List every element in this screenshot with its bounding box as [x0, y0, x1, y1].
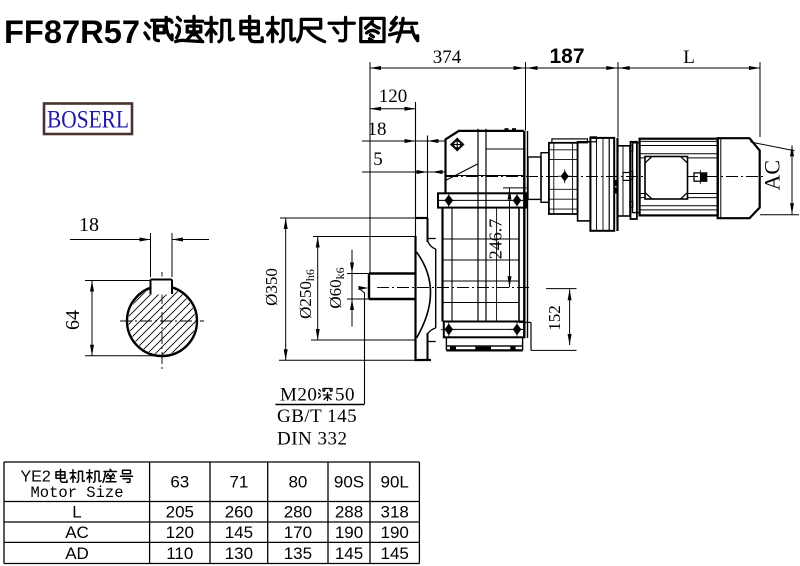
svg-text:64: 64 [62, 310, 84, 330]
svg-text:71: 71 [229, 473, 248, 492]
svg-text:L: L [72, 503, 81, 522]
svg-text:Ø60k6: Ø60k6 [326, 267, 347, 308]
svg-text:Motor Size: Motor Size [30, 484, 123, 502]
svg-text:135: 135 [284, 544, 312, 563]
svg-text:AD: AD [65, 544, 89, 563]
svg-text:318: 318 [381, 503, 409, 522]
svg-text:Ø250h6: Ø250h6 [296, 269, 317, 319]
svg-text:M20: M20 [280, 385, 317, 406]
svg-text:280: 280 [284, 503, 312, 522]
svg-text:374: 374 [433, 47, 462, 68]
svg-text:152: 152 [545, 305, 564, 331]
svg-text:170: 170 [284, 523, 312, 542]
svg-text:BOSERL: BOSERL [47, 107, 129, 134]
svg-text:187: 187 [549, 45, 584, 68]
svg-text:260: 260 [225, 503, 253, 522]
svg-text:L: L [683, 47, 695, 68]
svg-text:190: 190 [335, 523, 363, 542]
svg-text:110: 110 [166, 544, 193, 563]
svg-text:120: 120 [379, 86, 408, 107]
svg-text:80: 80 [288, 473, 307, 492]
svg-text:DIN 332: DIN 332 [277, 429, 348, 450]
svg-text:288: 288 [335, 503, 363, 522]
svg-text:GB/T 145: GB/T 145 [277, 406, 357, 427]
svg-text:145: 145 [225, 523, 253, 542]
svg-text:90L: 90L [381, 473, 409, 492]
svg-text:246.7: 246.7 [486, 219, 506, 260]
svg-text:145: 145 [381, 544, 409, 563]
svg-text:AC: AC [760, 160, 785, 191]
svg-text:190: 190 [381, 523, 409, 542]
svg-text:18: 18 [79, 214, 99, 236]
svg-text:YE2: YE2 [21, 469, 51, 486]
svg-text:FF87R57: FF87R57 [4, 14, 140, 50]
svg-text:130: 130 [225, 544, 253, 563]
svg-text:120: 120 [166, 523, 194, 542]
svg-text:205: 205 [166, 503, 194, 522]
svg-text:18: 18 [368, 119, 387, 140]
svg-text:50: 50 [335, 385, 355, 406]
svg-text:Ø350: Ø350 [262, 268, 281, 306]
svg-text:AC: AC [65, 523, 89, 542]
svg-text:5: 5 [373, 149, 383, 170]
svg-text:90S: 90S [334, 473, 364, 492]
svg-text:63: 63 [170, 473, 189, 492]
svg-text:145: 145 [335, 544, 363, 563]
